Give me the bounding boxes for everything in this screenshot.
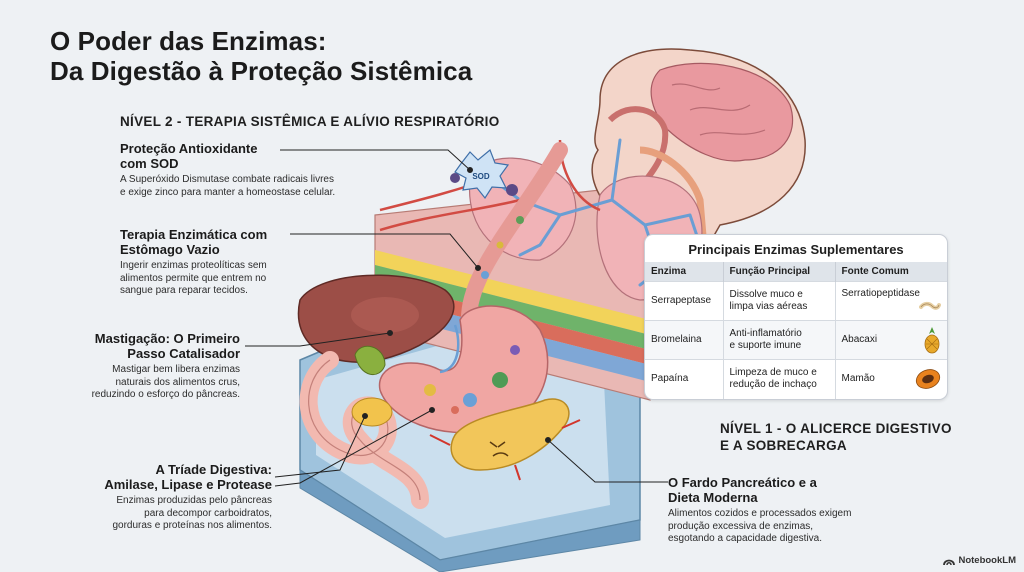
notebooklm-logo: NotebookLM	[943, 555, 1016, 566]
table-cell-enzyme: Serrapeptase	[645, 281, 724, 321]
level-1-label: NÍVEL 1 - O ALICERCE DIGESTIVO E A SOBRE…	[720, 421, 952, 453]
callout-sod-text: A Superóxido Dismutase combate radicais …	[120, 174, 336, 198]
leader-lines	[245, 149, 668, 487]
callout-empty-stomach-heading: Terapia Enzimática com Estômago Vazio	[120, 227, 268, 257]
callout-pancreas: O Fardo Pancreático e a Dieta Moderna Al…	[668, 475, 898, 546]
table-row: Serrapeptase Dissolve muco e limpa vias …	[645, 281, 947, 321]
table-cell-source: Mamão	[835, 359, 947, 399]
sod-badge-label: SOD	[472, 172, 490, 181]
notebooklm-logo-text: NotebookLM	[958, 555, 1016, 566]
table-row: Papaína Limpeza de muco e redução de inc…	[645, 359, 947, 399]
enzyme-table-title: Principais Enzimas Suplementares	[688, 242, 904, 257]
stress-arrows	[429, 419, 581, 481]
table-cell-function: Anti-inflamatório e suporte imune	[723, 320, 836, 360]
callout-triad-text: Enzimas produzidas pelo pâncreas para de…	[112, 495, 272, 531]
callout-pancreas-text: Alimentos cozidos e processados exigem p…	[668, 508, 852, 544]
pineapple-icon	[924, 327, 940, 354]
gallbladder	[354, 345, 386, 375]
table-cell-source: Abacaxi	[835, 320, 947, 360]
callout-chewing: Mastigação: O Primeiro Passo Catalisador…	[40, 331, 240, 402]
notebooklm-logo-icon	[943, 559, 956, 565]
enzyme-table: Enzima Função Principal Fonte Comum Serr…	[645, 262, 947, 399]
papaya-icon	[915, 369, 941, 390]
table-header: Função Principal	[723, 262, 836, 282]
table-cell-enzyme: Bromelaina	[645, 320, 724, 360]
table-cell-function: Limpeza de muco e redução de inchaço	[723, 359, 836, 399]
callout-empty-stomach: Terapia Enzimática com Estômago Vazio In…	[120, 227, 300, 298]
page-title: O Poder das Enzimas: Da Digestão à Prote…	[50, 26, 472, 86]
table-header: Enzima	[645, 262, 724, 282]
fat-globule	[351, 397, 393, 427]
pancreas	[450, 398, 570, 471]
table-cell-source: Serratiopeptidase	[835, 281, 947, 321]
table-header: Fonte Comum	[835, 262, 947, 282]
callout-triad-heading: A Tríade Digestiva: Amilase, Lipase e Pr…	[104, 462, 272, 492]
callout-chewing-heading: Mastigação: O Primeiro Passo Catalisador	[94, 331, 240, 361]
base-slab-edge	[299, 469, 641, 572]
stomach	[378, 305, 549, 434]
title-line-1: O Poder das Enzimas:	[50, 26, 327, 56]
callout-sod-heading: Proteção Antioxidante com SOD	[120, 141, 258, 171]
table-cell-enzyme: Papaína	[645, 359, 724, 399]
sod-badge	[454, 149, 510, 200]
silkworm-icon	[919, 301, 941, 310]
green-layer	[375, 265, 650, 350]
table-row: Bromelaina Anti-inflamatório e suporte i…	[645, 320, 947, 360]
callout-sod: Proteção Antioxidante com SOD A Superóxi…	[120, 141, 380, 199]
title-line-2: Da Digestão à Proteção Sistêmica	[50, 56, 473, 86]
callout-empty-stomach-text: Ingerir enzimas proteolíticas sem alimen…	[120, 260, 267, 296]
fat-layer	[375, 250, 650, 335]
callout-triad: A Tríade Digestiva: Amilase, Lipase e Pr…	[50, 462, 272, 533]
callout-pancreas-heading: O Fardo Pancreático e a Dieta Moderna	[668, 475, 817, 505]
table-header-row: Enzima Função Principal Fonte Comum	[645, 262, 947, 282]
callout-chewing-text: Mastigar bem libera enzimas naturais dos…	[91, 364, 240, 400]
table-cell-function: Dissolve muco e limpa vias aéreas	[723, 281, 836, 321]
level-2-label: NÍVEL 2 - TERAPIA SISTÊMICA E ALÍVIO RES…	[120, 114, 500, 129]
enzyme-table-card: Principais Enzimas Suplementares Enzima …	[644, 234, 948, 400]
